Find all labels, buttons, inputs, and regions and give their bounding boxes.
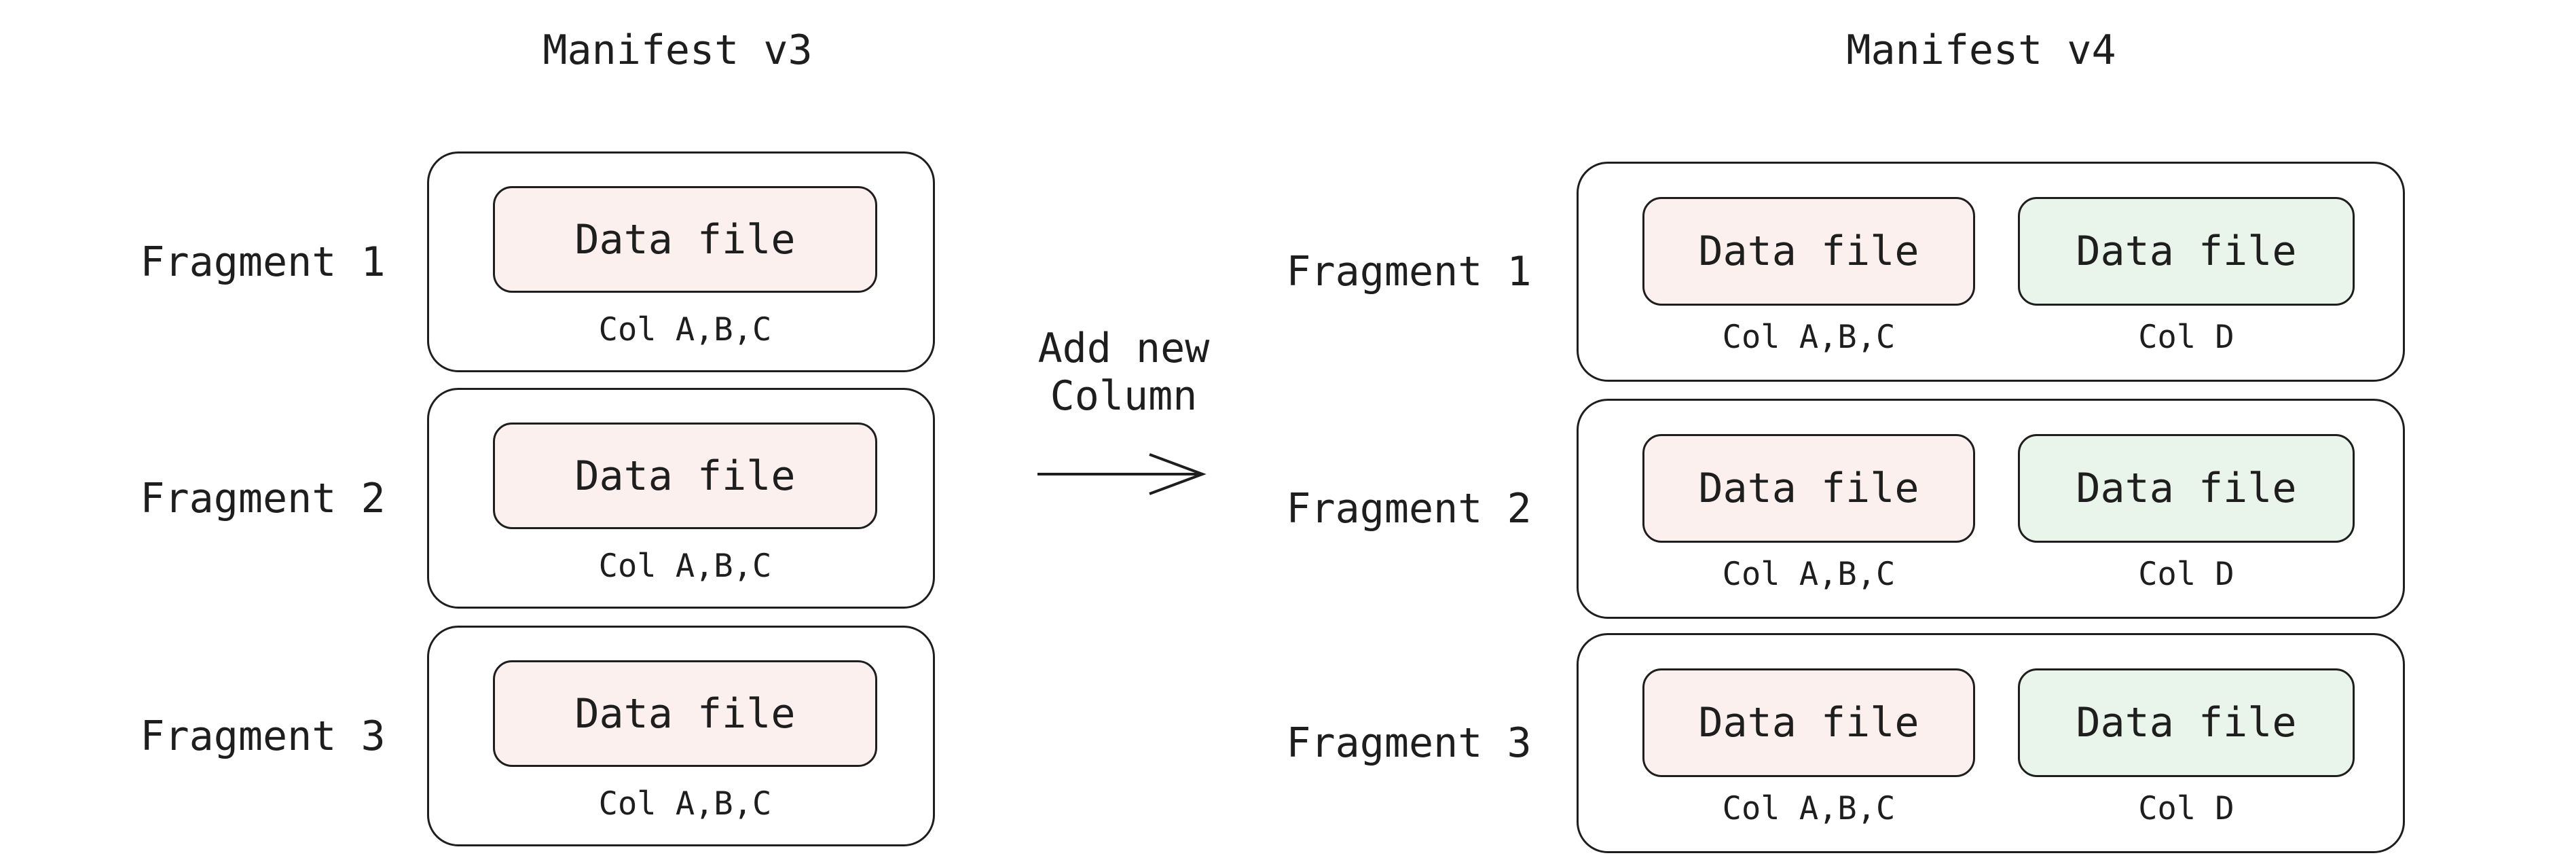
- add-new-column-label: Add new Column: [1038, 325, 1210, 420]
- fragment-label: Fragment 3: [140, 712, 386, 760]
- data-file-box-pink: Data file: [493, 423, 877, 529]
- data-file-box-pink: Data file: [493, 660, 877, 767]
- data-file-box-pink: Data file: [1642, 434, 1975, 543]
- fragment-box: Data file Data file Col A,B,C Col D: [1577, 399, 2405, 619]
- fragment-label: Fragment 2: [140, 474, 386, 522]
- data-file-label: Data file: [574, 215, 796, 264]
- columns-label: Col A,B,C: [1722, 556, 1896, 593]
- data-file-label: Data file: [1698, 228, 1919, 275]
- data-file-label: Data file: [2076, 465, 2297, 512]
- data-file-label: Data file: [574, 689, 796, 738]
- action-line-2: Column: [1050, 372, 1198, 420]
- columns-label: Col D: [2138, 790, 2234, 827]
- fragment-box: Data file Col A,B,C: [427, 151, 935, 372]
- data-file-box-pink: Data file: [1642, 197, 1975, 306]
- columns-label: Col A,B,C: [598, 785, 772, 823]
- columns-label: Col D: [2138, 319, 2234, 356]
- fragment-label: Fragment 3: [1286, 719, 1532, 767]
- manifest-v3-title: Manifest v3: [542, 26, 813, 74]
- data-file-box-pink: Data file: [493, 186, 877, 293]
- data-file-box-green: Data file: [2018, 434, 2355, 543]
- v3-fragment-row-3: Fragment 3 Data file Col A,B,C: [140, 626, 935, 846]
- fragment-box: Data file Col A,B,C: [427, 388, 935, 609]
- v3-fragment-row-1: Fragment 1 Data file Col A,B,C: [140, 151, 935, 372]
- v4-fragment-row-2: Fragment 2 Data file Data file Col A,B,C…: [1286, 399, 2405, 619]
- fragment-label: Fragment 1: [140, 238, 386, 286]
- columns-label: Col A,B,C: [1722, 319, 1896, 356]
- data-file-label: Data file: [2076, 228, 2297, 275]
- data-file-label: Data file: [2076, 699, 2297, 747]
- action-line-1: Add new: [1037, 325, 1210, 372]
- columns-label: Col A,B,C: [598, 311, 772, 348]
- v4-fragment-row-1: Fragment 1 Data file Data file Col A,B,C…: [1286, 162, 2405, 382]
- data-file-label: Data file: [574, 452, 796, 500]
- columns-label: Col A,B,C: [598, 547, 772, 585]
- fragment-box: Data file Data file Col A,B,C Col D: [1577, 162, 2405, 382]
- data-file-label: Data file: [1698, 465, 1919, 512]
- fragment-label: Fragment 2: [1286, 485, 1532, 533]
- columns-label: Col A,B,C: [1722, 790, 1896, 827]
- data-file-box-green: Data file: [2018, 668, 2355, 777]
- right-arrow-icon: [1037, 453, 1207, 495]
- columns-label: Col D: [2138, 556, 2234, 593]
- data-file-label: Data file: [1698, 699, 1919, 747]
- v3-fragment-row-2: Fragment 2 Data file Col A,B,C: [140, 388, 935, 609]
- v4-fragment-row-3: Fragment 3 Data file Data file Col A,B,C…: [1286, 633, 2405, 853]
- manifest-v4-title: Manifest v4: [1846, 26, 2116, 74]
- fragment-label: Fragment 1: [1286, 248, 1532, 295]
- data-file-box-pink: Data file: [1642, 668, 1975, 777]
- data-file-box-green: Data file: [2018, 197, 2355, 306]
- fragment-box: Data file Col A,B,C: [427, 626, 935, 846]
- fragment-box: Data file Data file Col A,B,C Col D: [1577, 633, 2405, 853]
